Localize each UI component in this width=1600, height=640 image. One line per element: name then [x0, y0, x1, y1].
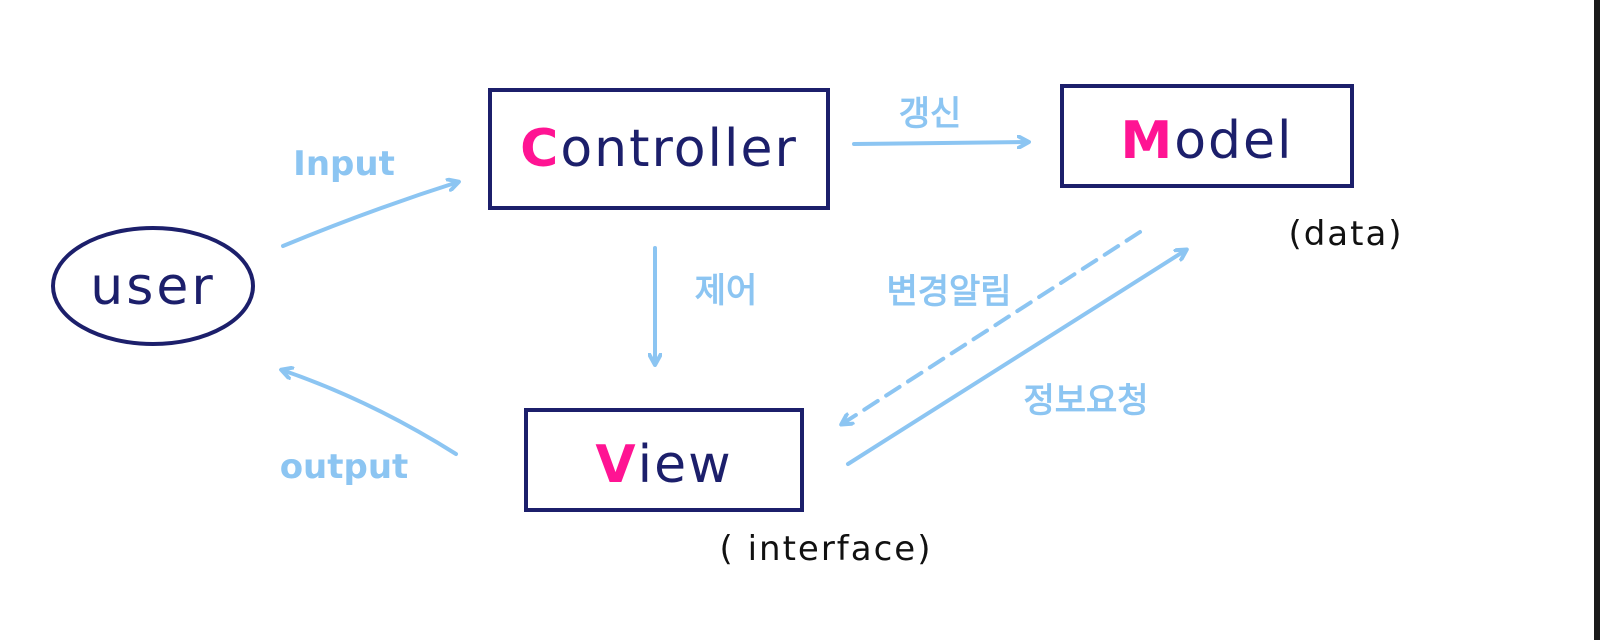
view-box	[524, 408, 804, 512]
output-arrow	[282, 370, 458, 456]
model-sublabel: (data)	[1288, 214, 1403, 254]
info-request-arrow	[846, 250, 1186, 466]
view-label: View	[595, 435, 732, 495]
input-arrow	[281, 182, 458, 248]
view-sublabel: ( interface)	[720, 529, 933, 569]
view-rest: iew	[638, 435, 733, 495]
user-label: user	[90, 257, 215, 317]
control-label: 제어	[695, 271, 758, 311]
info-request-label: 정보요청	[1023, 381, 1148, 421]
controller-rest: ontroller	[560, 119, 797, 179]
controller-box	[488, 88, 830, 210]
change-notify-label: 변경알림	[886, 272, 1011, 312]
user-node: user	[51, 226, 255, 346]
model-initial: M	[1120, 111, 1174, 171]
model-rest: odel	[1174, 111, 1293, 171]
model-box	[1060, 84, 1354, 188]
view-initial: V	[595, 435, 637, 495]
controller-initial: C	[520, 119, 560, 179]
model-node: Model (data)	[1060, 84, 1403, 254]
controller-label: Controller	[520, 119, 798, 179]
input-label: Input	[293, 144, 395, 184]
update-arrow	[852, 142, 1028, 144]
change-notify-arrow	[842, 230, 1142, 424]
right-edge-bar	[1594, 0, 1600, 640]
user-ellipse	[51, 226, 255, 346]
view-node: View ( interface)	[524, 408, 933, 569]
output-label: output	[280, 447, 409, 487]
model-label: Model	[1120, 111, 1293, 171]
update-label: 갱신	[899, 94, 962, 134]
controller-node: Controller	[488, 88, 830, 210]
